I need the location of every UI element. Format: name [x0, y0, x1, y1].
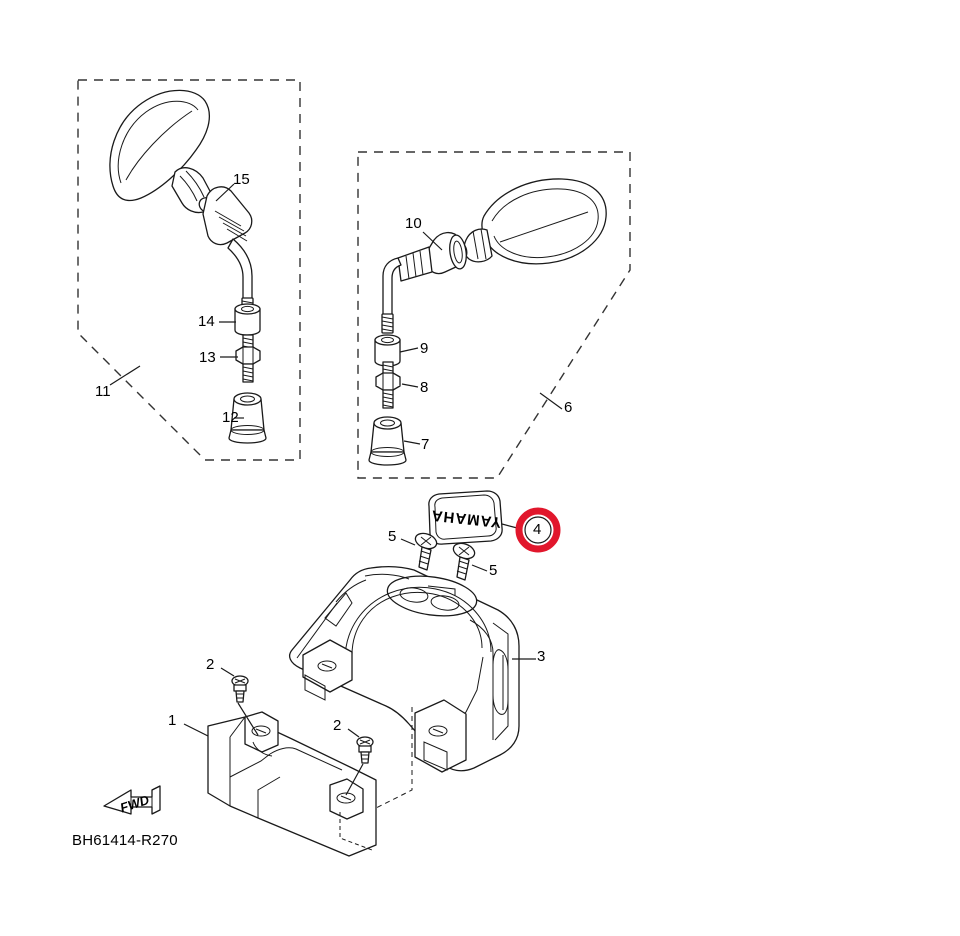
callout-11: 11: [95, 383, 111, 400]
callout-4-highlight-ring: [515, 507, 561, 553]
left-mirror-part-15: [109, 89, 254, 319]
callout-14: 14: [198, 313, 215, 330]
callout-7: 7: [421, 436, 430, 453]
right-assembly-boundary: [357, 151, 631, 479]
part-2-bolt-a: [231, 675, 259, 736]
callout-3: 3: [537, 648, 546, 665]
callout-2a: 2: [206, 656, 215, 673]
right-mirror-part-10: [381, 178, 607, 334]
part-1-lower-cover: [207, 711, 377, 857]
part-7-boot: [368, 416, 407, 466]
callout-12: 12: [222, 409, 239, 426]
part-8-nut-stud: [375, 361, 401, 409]
callout-10: 10: [405, 215, 422, 232]
part-13-nut-stud: [235, 334, 261, 383]
diagram-id-code: BH61414-R270: [72, 832, 178, 849]
callout-2b: 2: [333, 717, 342, 734]
part-14-collar: [234, 303, 261, 336]
callout-1: 1: [168, 712, 177, 729]
callout-6: 6: [564, 399, 573, 416]
callout-4: 4: [533, 521, 542, 538]
callout-13: 13: [199, 349, 216, 366]
left-assembly-boundary: [77, 79, 301, 461]
callout-8: 8: [420, 379, 429, 396]
part-12-boot: [228, 392, 267, 444]
part-5-screw-a: [410, 532, 438, 601]
callout-5b: 5: [489, 562, 498, 579]
callout-5a: 5: [388, 528, 397, 545]
part-3-meter-cover: [289, 566, 520, 823]
part-2-bolt-b: [345, 736, 374, 796]
right-stem-thread: [381, 313, 394, 334]
callout-15: 15: [233, 171, 250, 188]
fwd-arrow-icon: FWD: [103, 785, 161, 815]
callout-9: 9: [420, 340, 429, 357]
part-9-collar: [374, 334, 401, 367]
yamaha-emblem-part-4: YAMAHA: [428, 490, 503, 545]
